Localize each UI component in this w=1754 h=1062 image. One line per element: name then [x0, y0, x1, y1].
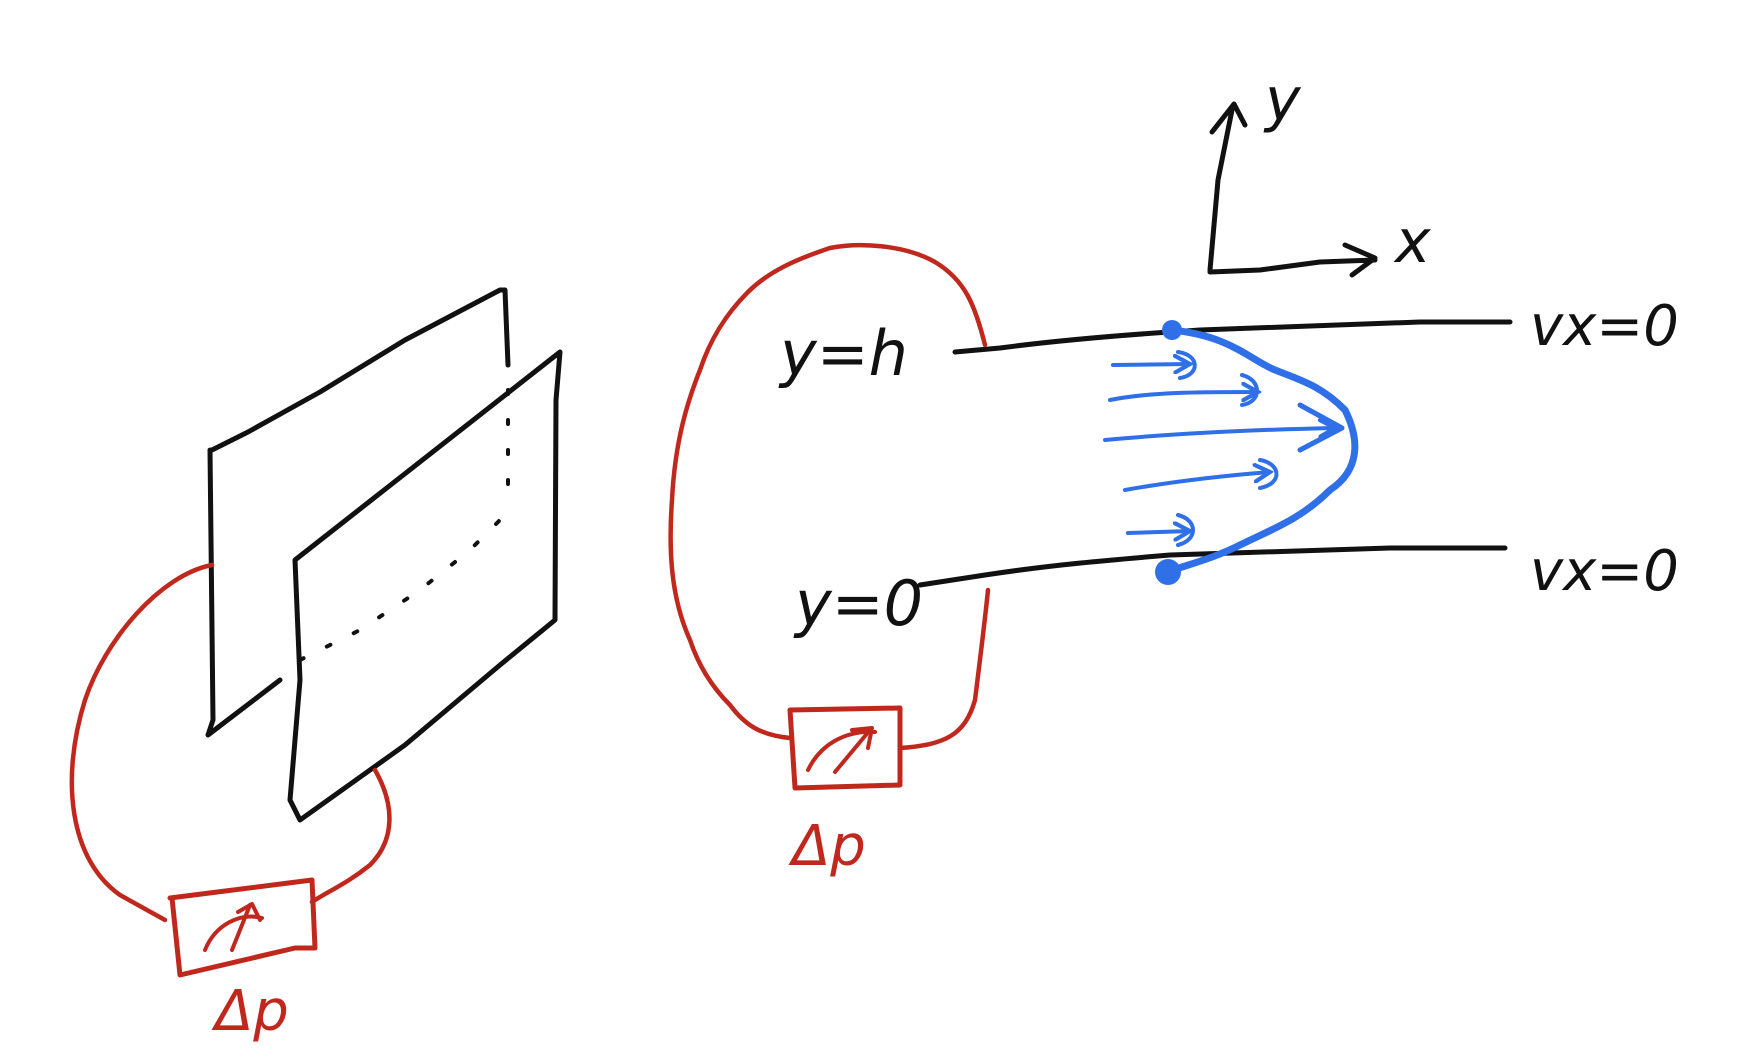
right-gauge-box: [787, 705, 903, 791]
front-plate: [287, 349, 563, 823]
velocity-arrow-5: [1126, 531, 1190, 533]
left-gauge-box: [167, 877, 318, 978]
back-plate: [205, 287, 511, 738]
left-wire: [69, 562, 215, 923]
velocity-arrow-4: [1123, 472, 1270, 492]
velocity-arrow-1: [1111, 364, 1190, 365]
bottom-boundary-condition: vx=0: [1530, 539, 1679, 604]
velocity-arrow-3: [1103, 428, 1335, 442]
left-gauge-label: Δp: [211, 979, 289, 1044]
x-axis-arrow: [1207, 242, 1378, 278]
axis-x-label: x: [1393, 207, 1431, 277]
y-axis-arrow: [1207, 101, 1248, 273]
top-wall-label: y=h: [778, 317, 908, 390]
bottom-no-slip-point: [1155, 559, 1181, 585]
hidden-edge-dotted: [298, 388, 510, 662]
velocity-profile: [1103, 320, 1359, 585]
parabolic-profile-curve: [1164, 326, 1359, 576]
left-figure: Δp: [69, 287, 563, 1044]
bottom-wall: [917, 545, 1508, 588]
velocity-arrow-2: [1108, 392, 1258, 400]
right-gauge-needle-icon: [806, 726, 877, 774]
left-gauge-needle-icon: [203, 902, 264, 952]
top-no-slip-point: [1162, 320, 1182, 340]
right-wire-return: [897, 587, 991, 751]
bottom-wall-label: y=0: [793, 567, 923, 640]
right-wire-loop: [668, 242, 988, 741]
axis-y-label: y: [1263, 65, 1302, 135]
top-boundary-condition: vx=0: [1530, 294, 1679, 359]
right-gauge-label: Δp: [788, 814, 866, 879]
right-figure: y x y=h y=0 vx=0 vx=0 Δp: [668, 65, 1679, 879]
right-wire: [309, 767, 392, 905]
